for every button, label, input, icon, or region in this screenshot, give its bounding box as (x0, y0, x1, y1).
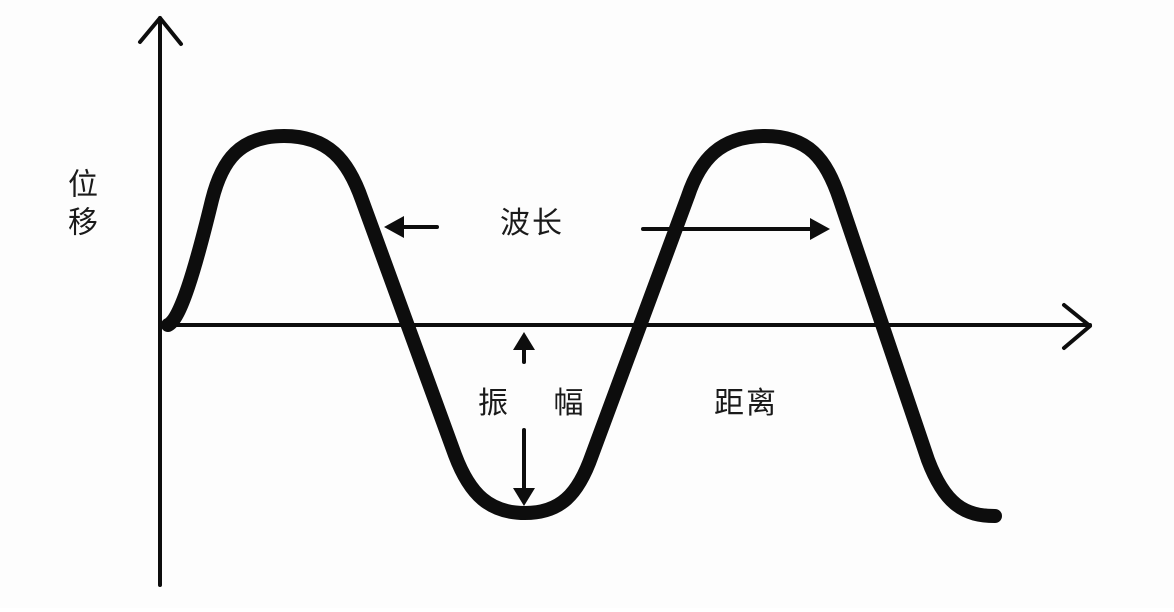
wavelength-label: 波长 (500, 206, 564, 241)
y-axis-label: 位移 (62, 168, 97, 244)
wavelength-arrow-right (641, 218, 830, 240)
amplitude-arrow-down (513, 428, 535, 506)
y-axis-arrowhead (138, 16, 183, 46)
wave-curve (161, 129, 1002, 523)
x-axis-arrowhead (1062, 303, 1092, 350)
x-axis-label: 距离 (714, 386, 778, 421)
amplitude-arrow-up (513, 332, 535, 364)
wavelength-arrow-left (384, 216, 439, 238)
amplitude-label: 振 幅 (478, 386, 602, 421)
